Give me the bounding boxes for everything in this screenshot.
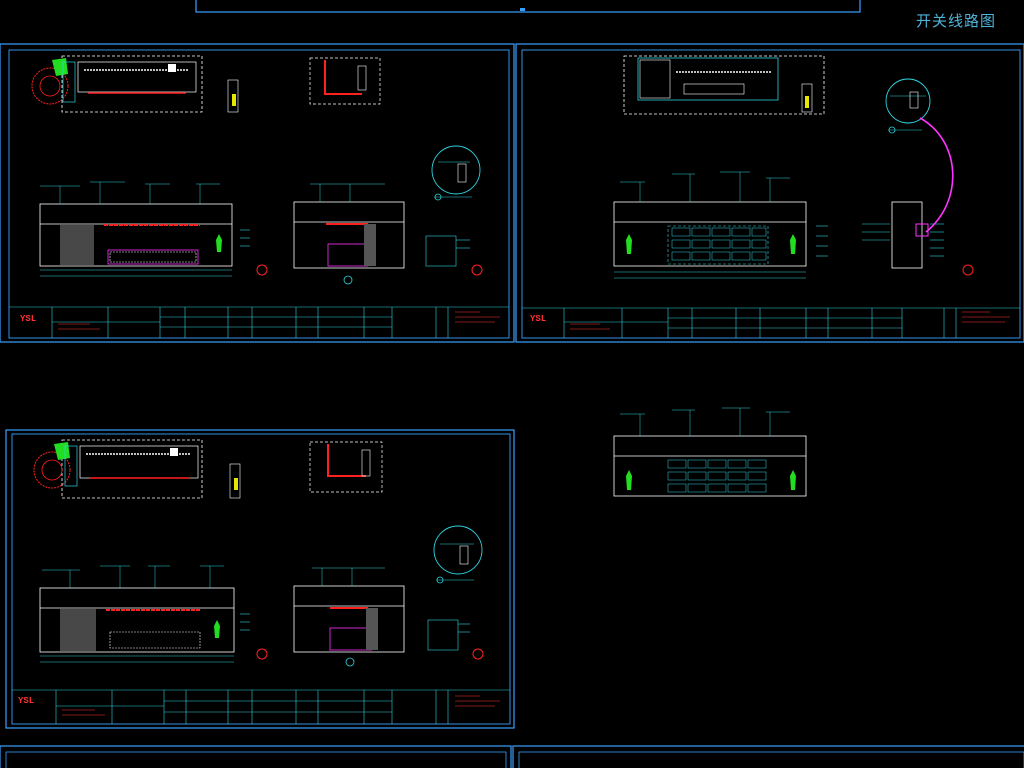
page-title: 开关线路图 [916, 12, 997, 30]
drawing-sheet-1 [0, 43, 515, 343]
top-partial-frame [195, 0, 861, 13]
detail-callout [885, 78, 954, 233]
detail-callout [425, 145, 483, 276]
drawing-sheet-3 [5, 429, 515, 729]
elevation-view-a [39, 565, 268, 663]
title-block [522, 307, 1020, 338]
elevation-view-a [39, 181, 268, 277]
elevation-view-b [293, 567, 405, 667]
detail-plan [309, 57, 381, 105]
title-block [12, 689, 510, 724]
elevation-view-a [613, 171, 828, 279]
title-block [9, 306, 509, 338]
elevation-view-b [293, 183, 405, 285]
bottom-partial-frames [0, 745, 1024, 768]
sheet-2-logo: YSL [530, 314, 547, 324]
detail-callout [427, 525, 484, 660]
sheet-1-logo: YSL [20, 314, 37, 324]
drawing-sheet-2 [515, 43, 1024, 343]
sheet-3-logo: YSL [18, 696, 35, 706]
detail-plan [309, 441, 383, 493]
standalone-elevation [613, 407, 807, 497]
floor-plan [623, 55, 825, 115]
floor-plan [33, 439, 241, 499]
floor-plan [31, 55, 239, 113]
